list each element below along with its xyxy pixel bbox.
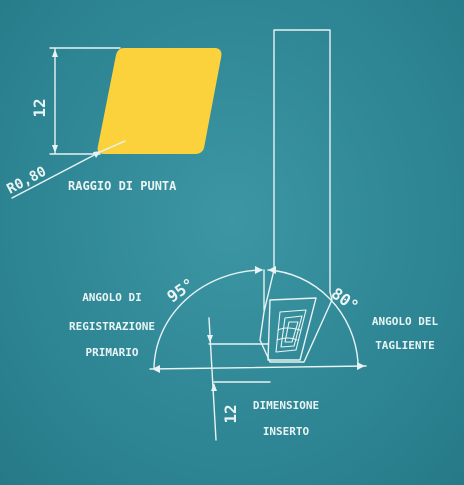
insert-shape [97,48,222,154]
insert-height-value: 12 [30,98,49,117]
cutting-angle-label-line2: TAGLIENTE [375,339,435,352]
arrow-head [255,266,263,274]
insert-size-label-line1: DIMENSIONE [253,399,319,412]
cutting-angle-value: 80° [328,284,363,316]
primary-angle-label-line1: ANGOLO DI [82,291,142,304]
radius-leader-short [99,140,126,153]
arrow-head [93,151,101,158]
radius-leader-line [11,151,101,199]
primary-angle-label-line3: PRIMARIO [86,346,139,359]
base-reference-line [149,365,367,370]
insert-size-value: 12 [221,404,240,423]
insert-pocket [267,297,317,361]
primary-angle-arc [153,269,263,369]
arrow-head [52,145,58,153]
arrow-head [152,365,160,373]
primary-angle-value: 95° [163,274,198,306]
arrow-head [211,383,217,391]
arrow-head [357,362,365,370]
cutting-angle-arc [267,269,359,363]
arrow-head [207,335,213,343]
tool-holder-shank [273,29,331,293]
arrow-head [52,49,58,57]
radius-label: RAGGIO DI PUNTA [68,179,177,193]
tool-holder-head [259,269,333,363]
cutting-angle-label-line1: ANGOLO DEL [372,315,439,328]
chipbreaker-pattern [275,309,307,353]
primary-angle-label-line2: REGISTRAZIONE [69,320,155,333]
insert-size-label-line2: INSERTO [263,425,310,438]
arrow-head [268,266,276,274]
radius-value: R0,80 [4,164,49,198]
